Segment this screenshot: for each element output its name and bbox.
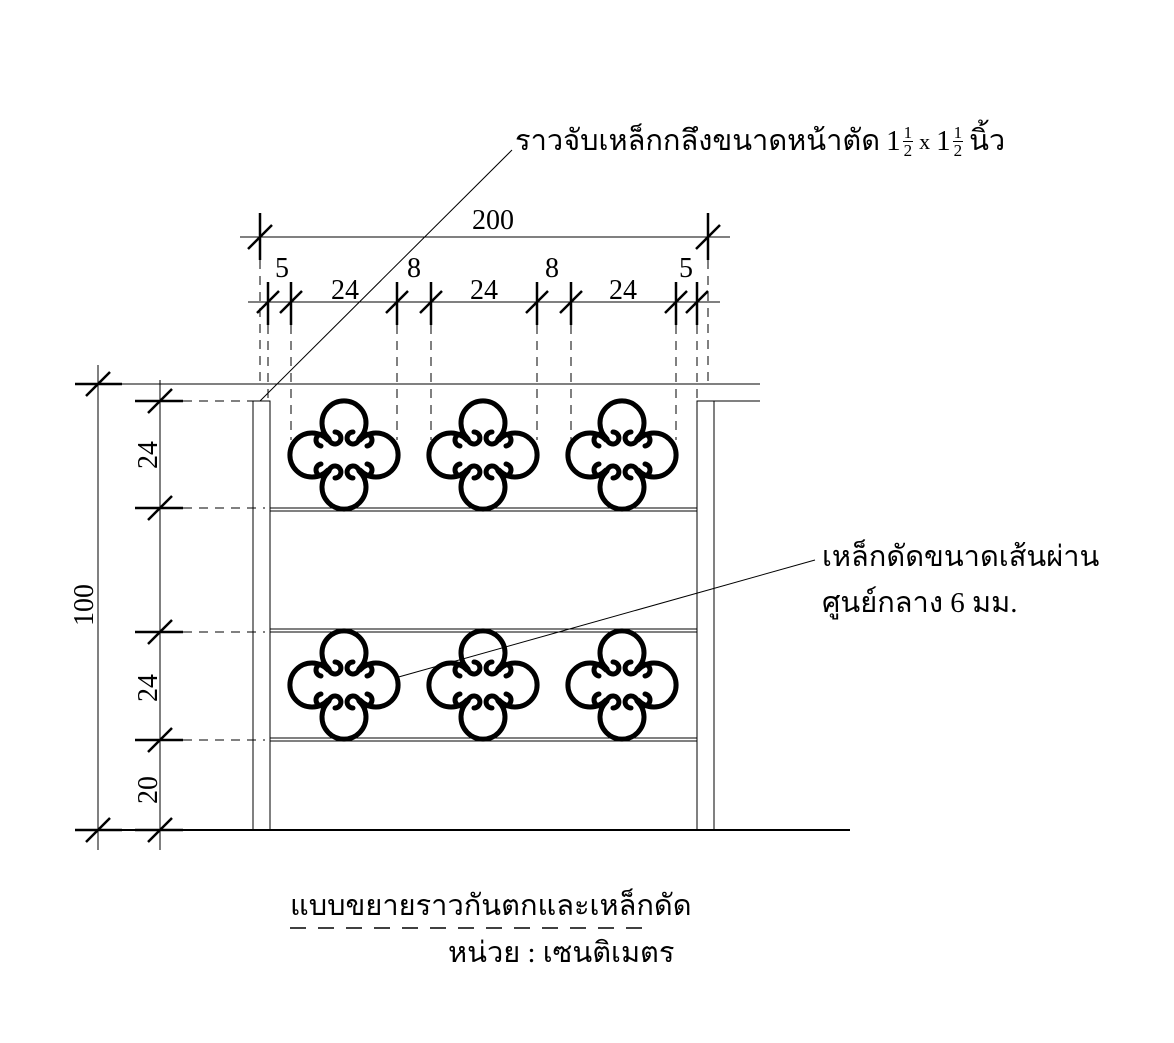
dim-top-segment: 8 xyxy=(545,253,559,284)
railing-structure xyxy=(75,383,850,831)
dim-top-segment: 24 xyxy=(331,275,359,306)
ornament xyxy=(290,401,398,509)
handrail-note-text: ราวจับเหล็กกลึงขนาดหน้าตัด xyxy=(515,125,881,157)
dimension-tick xyxy=(256,290,280,314)
ironwork-ornaments xyxy=(290,401,676,739)
dim-overall-height: 100 xyxy=(69,584,100,626)
dim-top-segment: 5 xyxy=(275,253,289,284)
dimension-tick xyxy=(559,290,583,314)
dim-top-segment: 8 xyxy=(407,253,421,284)
dimension-tick xyxy=(147,495,173,521)
dimension-tick xyxy=(147,388,173,414)
drawing-title: แบบขยายราวกันตกและเหล็กดัด xyxy=(290,887,692,922)
unit-label: หน่วย : เซนติเมตร xyxy=(448,937,674,969)
fraction-den: 2 xyxy=(903,141,913,160)
size-whole: 1 xyxy=(936,125,951,157)
ornament xyxy=(429,631,537,739)
fraction: 1 2 xyxy=(952,123,964,160)
right-post xyxy=(696,400,715,830)
fraction-num: 1 xyxy=(952,123,964,142)
inch-unit: นิ้ว xyxy=(969,125,1006,157)
size-whole: 1 xyxy=(886,125,901,157)
dim-side-segment: 24 xyxy=(133,674,164,702)
dimension-tick xyxy=(279,290,303,314)
fraction-num: 1 xyxy=(902,123,914,142)
dim-overall-width: 200 xyxy=(472,205,514,236)
dimension-tick xyxy=(385,290,409,314)
dimension-tick xyxy=(685,290,709,314)
dimension-tick xyxy=(147,817,173,843)
ironwork-note-line1: เหล็กดัดขนาดเส้นผ่าน xyxy=(822,538,1100,573)
ironwork-leader-line xyxy=(394,559,816,679)
left-post xyxy=(252,400,271,830)
dim-top-segment: 24 xyxy=(470,275,498,306)
dim-top-segment: 5 xyxy=(679,253,693,284)
fraction-den: 2 xyxy=(953,141,963,160)
handrail-leader-line xyxy=(259,149,513,402)
dimension-tick xyxy=(147,619,173,645)
ironwork-note-line2: ศูนย์กลาง 6 มม. xyxy=(822,586,1017,620)
dimension-tick xyxy=(664,290,688,314)
handrail-note: ราวจับเหล็กกลึงขนาดหน้าตัด 1 1 2 x 1 1 2… xyxy=(515,123,1006,160)
ornament xyxy=(429,401,537,509)
times-sign: x xyxy=(919,128,931,154)
dim-top-segment: 24 xyxy=(609,275,637,306)
fraction: 1 2 xyxy=(902,123,914,160)
ornament xyxy=(568,631,676,739)
left-dimensions: 100 24 24 20 xyxy=(69,365,265,850)
handrail-size-a: 1 1 2 xyxy=(886,123,914,160)
dimension-tick xyxy=(419,290,443,314)
handrail-size-b: 1 1 2 xyxy=(936,123,964,160)
ornament xyxy=(568,401,676,509)
top-dimensions: 200 5 24 8 24 8 24 5 xyxy=(240,205,730,440)
ornament xyxy=(290,631,398,739)
dimension-tick xyxy=(147,727,173,753)
dimension-tick xyxy=(525,290,549,314)
dim-side-segment: 24 xyxy=(133,441,164,469)
dim-side-segment: 20 xyxy=(133,776,164,804)
